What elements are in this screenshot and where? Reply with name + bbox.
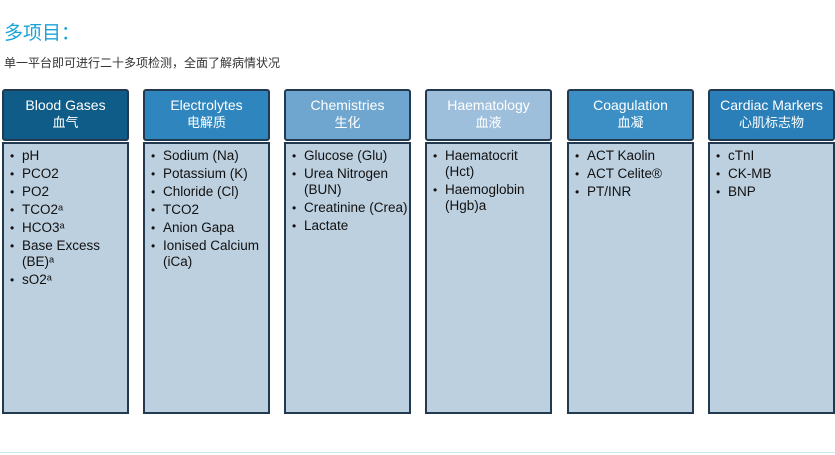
list-item: Sodium (Na): [151, 148, 268, 164]
list-item: Haemoglobin (Hgb)a: [433, 182, 550, 214]
column-title-en: Coagulation: [593, 97, 668, 113]
column-header: Cardiac Markers 心肌标志物: [708, 89, 835, 141]
column-blood-gases: Blood Gases 血气 pH PCO2PO2TCO2ᵃHCO3ᵃBase E…: [2, 89, 129, 414]
column-coagulation: Coagulation 血凝 ACT KaolinACT Celite® PT/I…: [567, 89, 694, 414]
column-title-zh: 血气: [52, 116, 79, 131]
list-item: ACT Celite®: [575, 166, 692, 182]
item-list: ACT KaolinACT Celite® PT/INR: [569, 144, 692, 200]
list-item: TCO2: [151, 202, 268, 218]
column-chemistries: Chemistries 生化 Glucose (Glu) Urea Nitroge…: [284, 89, 411, 414]
list-item: cTnI: [716, 148, 833, 164]
list-item: Glucose (Glu): [292, 148, 409, 164]
list-item: Base Excess (BE)ᵃ: [10, 238, 127, 270]
column-body: ACT KaolinACT Celite® PT/INR: [567, 142, 694, 414]
list-item: pH: [10, 148, 127, 164]
column-haematology: Haematology 血液 Haematocrit (Hct)Haemoglo…: [425, 89, 552, 414]
item-list: pH PCO2PO2TCO2ᵃHCO3ᵃBase Excess (BE)ᵃ sO2ᵃ: [4, 144, 127, 288]
column-body: Glucose (Glu) Urea Nitrogen (BUN) Creatini…: [284, 142, 411, 414]
column-title-zh: 血液: [475, 116, 502, 131]
list-item: PT/INR: [575, 184, 692, 200]
list-item: PCO2: [10, 166, 127, 182]
list-item: ACT Kaolin: [575, 148, 692, 164]
list-item: Creatinine (Crea): [292, 200, 409, 216]
item-list: cTnI CK-MB BNP: [710, 144, 833, 200]
list-item: Ionised Calcium (iCa): [151, 238, 268, 270]
list-item: Chloride (Cl): [151, 184, 268, 200]
column-title-en: Haematology: [447, 97, 530, 113]
column-title-zh: 血凝: [617, 116, 644, 131]
column-electrolytes: Electrolytes 电解质 Sodium (Na) Potassium (K…: [143, 89, 270, 414]
column-title-en: Chemistries: [310, 97, 385, 113]
page-title: 多项目：: [4, 22, 81, 44]
list-item: Potassium (K): [151, 166, 268, 182]
column-header: Coagulation 血凝: [567, 89, 694, 141]
column-title-zh: 生化: [334, 116, 361, 131]
column-body: Sodium (Na) Potassium (K) Chloride (Cl) TCO…: [143, 142, 270, 414]
column-header: Blood Gases 血气: [2, 89, 129, 141]
column-header: Chemistries 生化: [284, 89, 411, 141]
column-body: pH PCO2PO2TCO2ᵃHCO3ᵃBase Excess (BE)ᵃ sO2ᵃ: [2, 142, 129, 414]
column-body: cTnI CK-MB BNP: [708, 142, 835, 414]
column-title-zh: 心肌标志物: [738, 116, 804, 131]
list-item: sO2ᵃ: [10, 272, 127, 288]
column-title-en: Cardiac Markers: [720, 97, 823, 113]
column-header: Haematology 血液: [425, 89, 552, 141]
column-cardiac-markers: Cardiac Markers 心肌标志物 cTnI CK-MB BNP: [708, 89, 835, 414]
item-list: Haematocrit (Hct)Haemoglobin (Hgb)a: [427, 144, 550, 214]
column-title-en: Blood Gases: [25, 97, 106, 113]
column-header: Electrolytes 电解质: [143, 89, 270, 141]
list-item: Urea Nitrogen (BUN): [292, 166, 409, 198]
column-title-zh: 电解质: [186, 116, 226, 131]
list-item: PO2: [10, 184, 127, 200]
list-item: CK-MB: [716, 166, 833, 182]
list-item: BNP: [716, 184, 833, 200]
item-list: Sodium (Na) Potassium (K) Chloride (Cl) TCO…: [145, 144, 268, 270]
column-body: Haematocrit (Hct)Haemoglobin (Hgb)a: [425, 142, 552, 414]
list-item: Haematocrit (Hct): [433, 148, 550, 180]
page-subtitle: 单一平台即可进行二十多项检测，全面了解病情状况: [4, 56, 281, 70]
list-item: Anion Gapa: [151, 220, 268, 236]
list-item: Lactate: [292, 218, 409, 234]
column-title-en: Electrolytes: [170, 97, 243, 113]
item-list: Glucose (Glu) Urea Nitrogen (BUN) Creatini…: [286, 144, 409, 234]
list-item: TCO2ᵃ: [10, 202, 127, 218]
bottom-divider: [0, 452, 835, 453]
list-item: HCO3ᵃ: [10, 220, 127, 236]
